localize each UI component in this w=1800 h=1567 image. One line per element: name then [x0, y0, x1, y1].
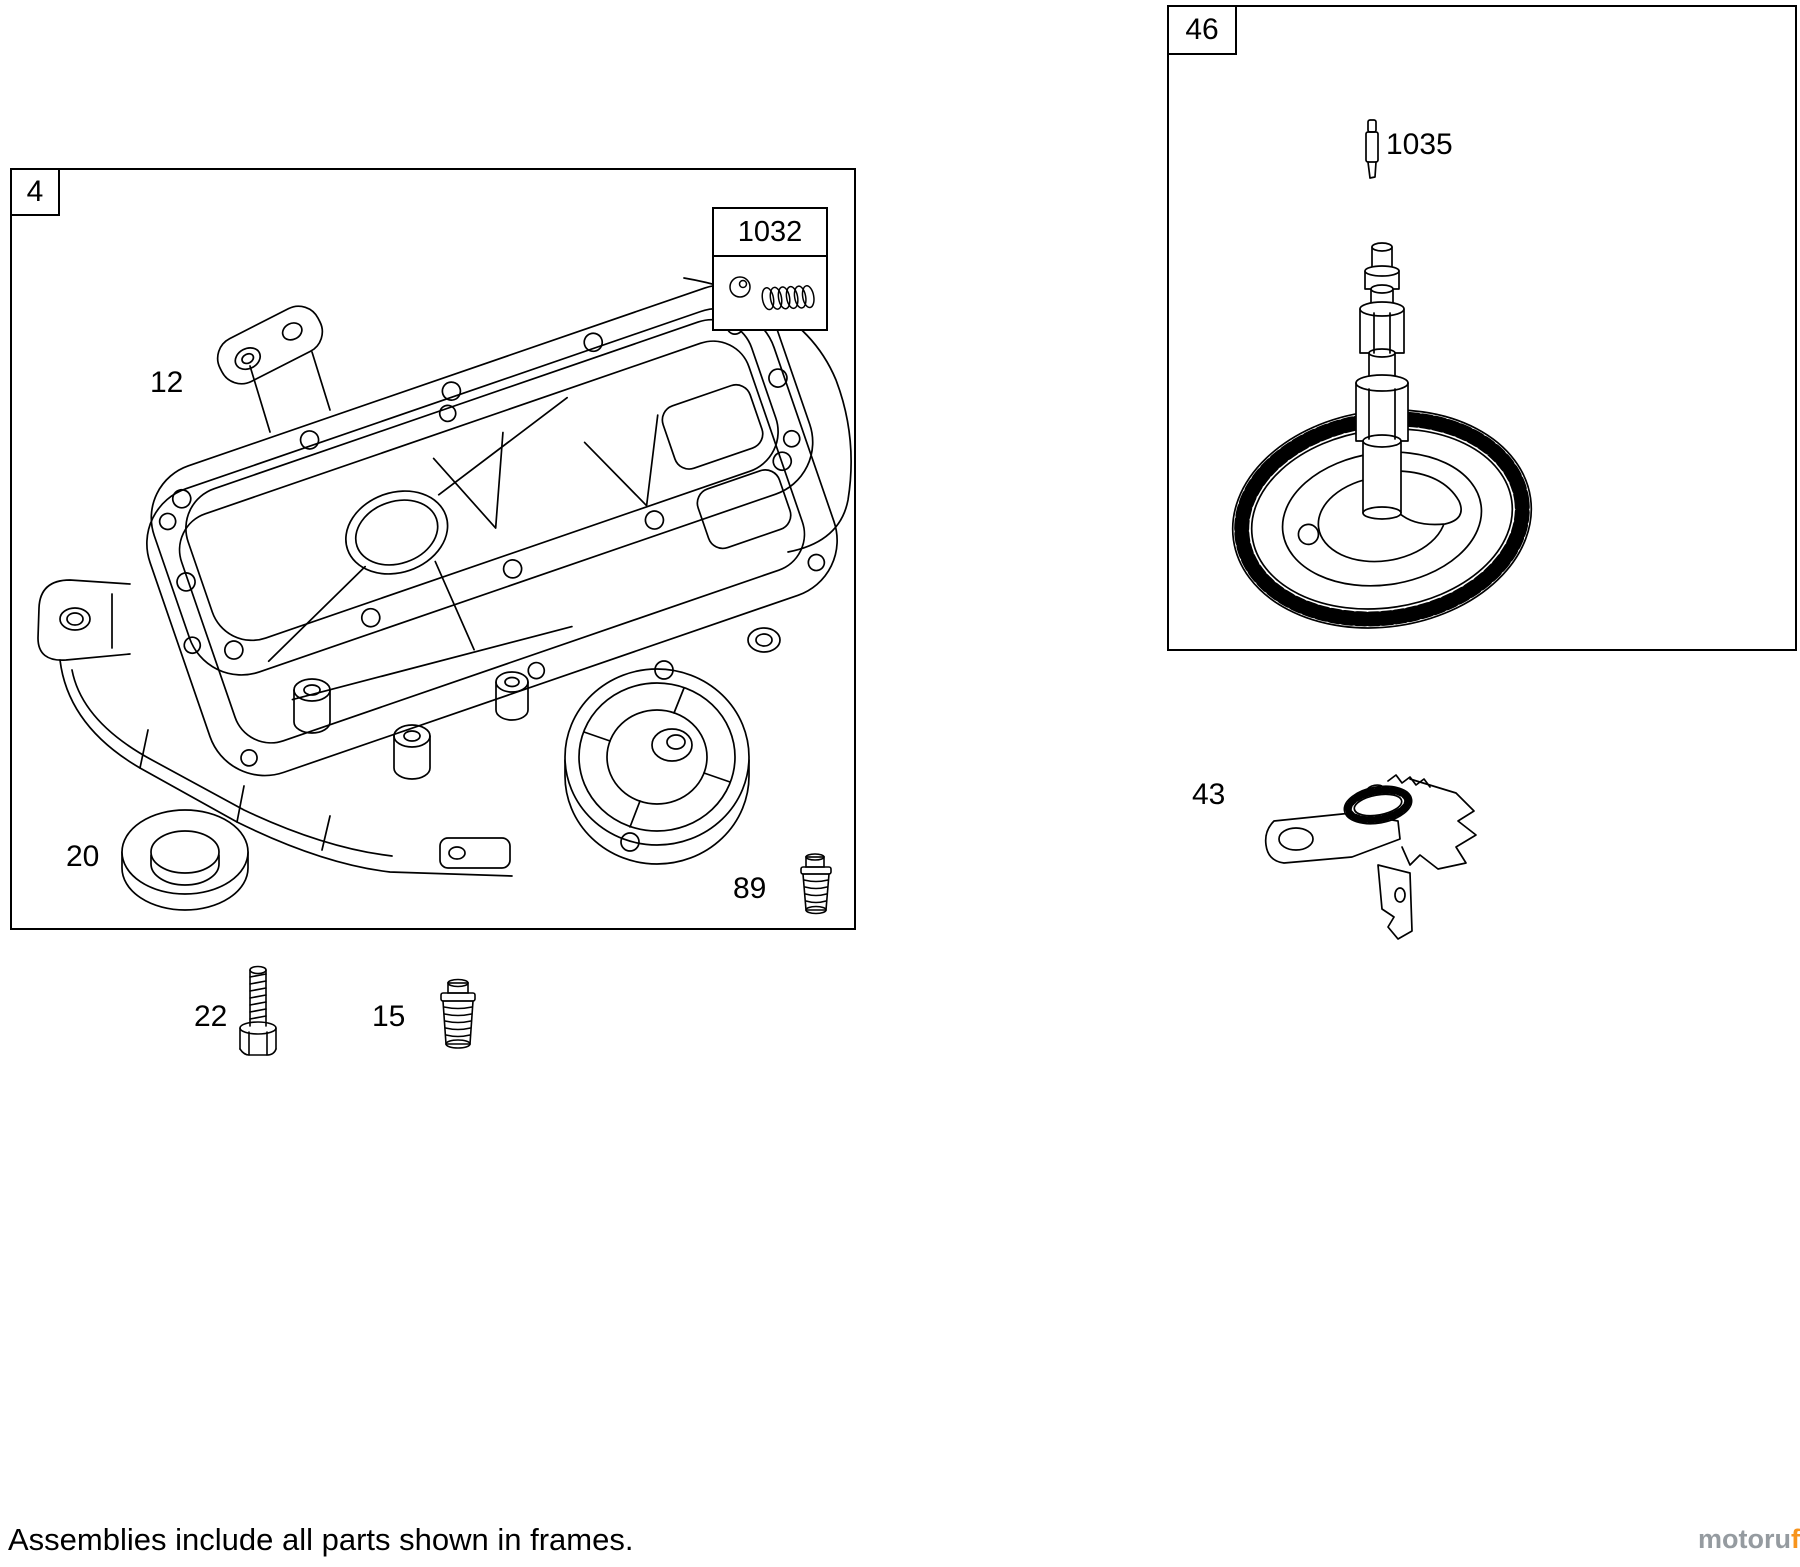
- plug-15-drawing: [440, 978, 476, 1049]
- washer-icon: [729, 276, 751, 298]
- frame-46: 46: [1167, 5, 1797, 651]
- motoruf-logo[interactable]: motoruf.de: [1698, 1524, 1800, 1555]
- body-lower-silhouette: [59, 659, 513, 877]
- label-screw-22: 22: [194, 1000, 228, 1033]
- inset-1032-label: 1032: [714, 209, 826, 257]
- interior-bosses: [293, 671, 529, 780]
- oil-seal-drawing: [121, 809, 249, 911]
- label-plug-15: 15: [372, 1000, 406, 1033]
- label-governor-43: 43: [1192, 778, 1226, 811]
- sump-flange: [146, 307, 838, 777]
- footer-note: Assemblies include all parts shown in fr…: [8, 1522, 634, 1557]
- governor-drawing: [1264, 774, 1477, 940]
- inset-1032: 1032: [712, 207, 828, 331]
- seal-flange: [564, 660, 750, 865]
- label-drain-plug-89: 89: [733, 872, 767, 905]
- plug-89-drawing: [800, 853, 832, 915]
- camshaft-shaft: [1355, 242, 1409, 520]
- frame-4-number-box: 4: [12, 170, 60, 216]
- screw-22-drawing: [239, 965, 277, 1056]
- frame-46-label: 46: [1185, 13, 1219, 46]
- mounting-ear-left: [37, 579, 131, 661]
- logo-brand-text: motoru: [1698, 1524, 1791, 1554]
- label-tappet-1035: 1035: [1386, 128, 1453, 161]
- crankcase-drawing: [37, 277, 852, 877]
- logo-accent-letter: f: [1790, 1524, 1800, 1554]
- tappet-1035-drawing: [1365, 119, 1379, 179]
- frame-4: 4: [10, 168, 856, 930]
- frame-46-number-box: 46: [1169, 7, 1237, 55]
- frame-4-label: 4: [26, 175, 44, 208]
- label-oil-seal-20: 20: [66, 840, 100, 873]
- label-gasket-12: 12: [150, 366, 184, 399]
- camshaft-drawing: [1231, 119, 1533, 629]
- spring-icon: [761, 285, 815, 311]
- washer-and-spring-drawing: [729, 276, 815, 311]
- mounting-ear-top: [216, 305, 324, 385]
- cam-lobe: [1398, 470, 1462, 526]
